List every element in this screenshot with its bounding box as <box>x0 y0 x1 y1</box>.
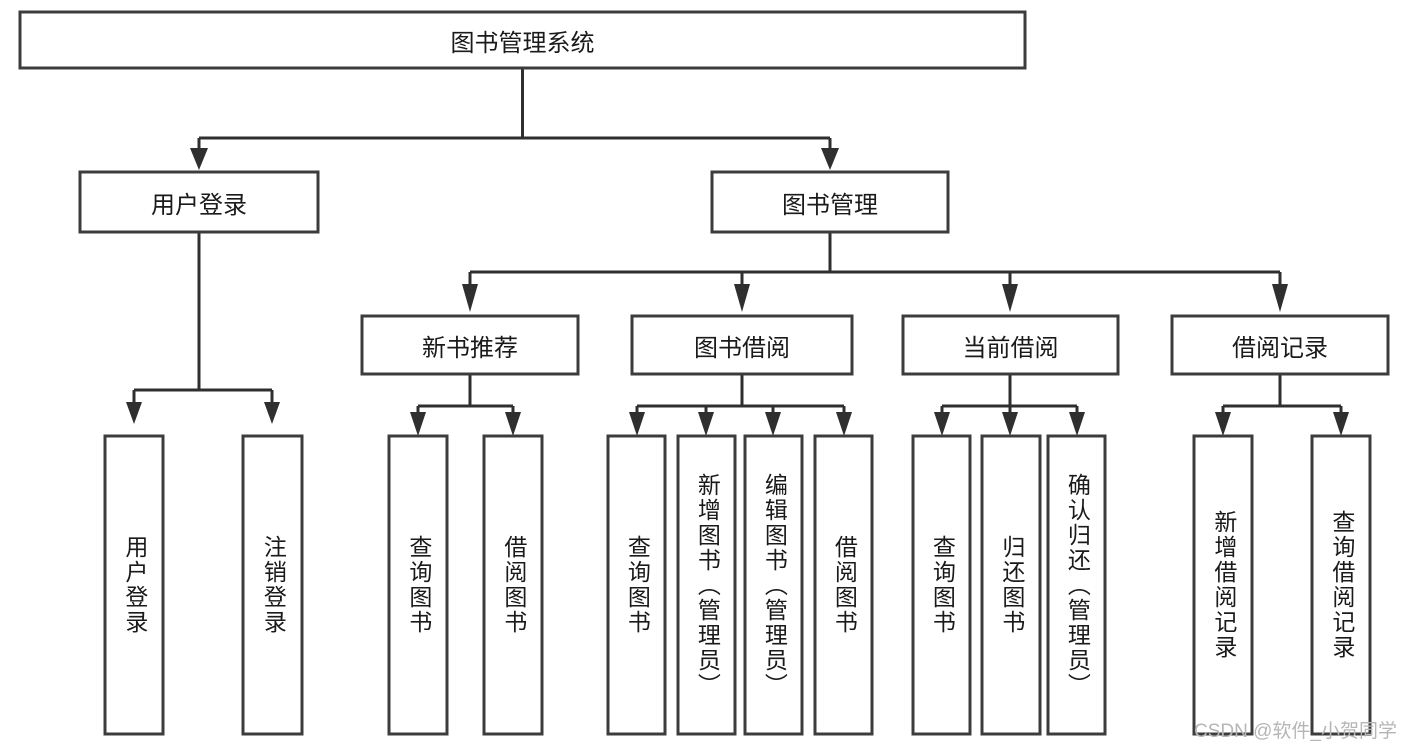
node-box-leaf-confirm-return[interactable] <box>1046 434 1107 736</box>
arrow-head-new-book-recommend <box>462 284 478 312</box>
arrow-head-leaf-query-book-2 <box>629 412 645 436</box>
node-box-current-borrow[interactable] <box>901 314 1120 376</box>
node-box-leaf-query-book-2[interactable] <box>606 434 667 736</box>
node-box-leaf-query-borrow-record[interactable] <box>1310 434 1372 736</box>
arrow-head-leaf-borrow-book-2 <box>836 412 852 436</box>
arrow-head-book-management <box>821 148 839 170</box>
node-box-leaf-query-book-1[interactable] <box>387 434 449 736</box>
node-box-leaf-user-logout[interactable] <box>241 434 304 736</box>
connector-group-user-login <box>126 232 280 424</box>
arrow-head-leaf-user-login <box>126 402 142 424</box>
arrow-head-leaf-add-book <box>698 412 714 436</box>
arrow-head-book-borrow <box>734 284 750 312</box>
node-box-user-login[interactable] <box>78 170 320 234</box>
node-box-leaf-user-login[interactable] <box>103 434 165 736</box>
arrow-head-leaf-user-logout <box>264 402 280 424</box>
node-box-root[interactable] <box>18 10 1027 70</box>
connector-group-book-management <box>462 232 1288 312</box>
arrow-head-leaf-return-book <box>1002 412 1018 436</box>
node-box-book-borrow[interactable] <box>630 314 854 376</box>
connector-group-root <box>190 68 839 170</box>
connector-group-new-book-recommend <box>410 374 521 436</box>
arrow-head-user-login <box>190 148 208 170</box>
arrow-head-leaf-borrow-book-1 <box>505 412 521 436</box>
node-box-leaf-add-borrow-record[interactable] <box>1192 434 1254 736</box>
arrow-head-leaf-add-borrow-record <box>1215 412 1231 436</box>
arrow-head-leaf-query-book-3 <box>934 412 950 436</box>
node-box-book-management[interactable] <box>710 170 950 234</box>
node-box-leaf-borrow-book-1[interactable] <box>482 434 544 736</box>
connector-group-current-borrow <box>934 374 1085 436</box>
node-box-leaf-return-book[interactable] <box>980 434 1042 736</box>
arrow-head-leaf-confirm-return <box>1069 412 1085 436</box>
node-box-leaf-add-book[interactable] <box>676 434 737 736</box>
arrow-head-leaf-edit-book <box>765 412 781 436</box>
connector-group-borrow-record <box>1215 374 1349 436</box>
arrow-head-leaf-query-book-1 <box>410 412 426 436</box>
node-box-leaf-query-book-3[interactable] <box>911 434 972 736</box>
arrow-head-borrow-record <box>1272 284 1288 312</box>
node-box-borrow-record[interactable] <box>1170 314 1390 376</box>
node-box-new-book-recommend[interactable] <box>360 314 580 376</box>
node-box-leaf-edit-book[interactable] <box>743 434 804 736</box>
connector-group-book-borrow <box>629 374 852 436</box>
node-box-leaf-borrow-book-2[interactable] <box>813 434 874 736</box>
arrow-head-leaf-query-borrow-record <box>1333 412 1349 436</box>
arrow-head-current-borrow <box>1002 284 1018 312</box>
